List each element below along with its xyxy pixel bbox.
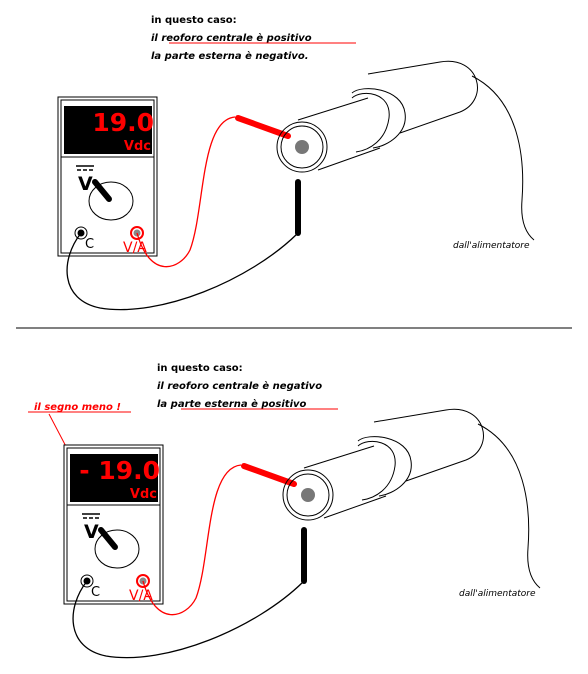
bottom-red-probe — [241, 463, 297, 487]
bottom-common-label: C — [91, 585, 100, 600]
top-knob-label: V — [78, 173, 93, 195]
top-common-label: C — [85, 237, 94, 252]
top-center-pin — [295, 140, 309, 154]
minus-sign-callout: il segno meno ! — [34, 402, 121, 413]
bottom-source-label: dall'alimentatore — [459, 589, 536, 599]
bottom-caption-line2: il reoforo centrale è negativo — [157, 380, 322, 392]
top-display — [64, 106, 152, 154]
bottom-caption-line1: in questo caso: — [157, 363, 243, 374]
bottom-display-value: - 19.0 — [79, 456, 160, 485]
top-va-label: V/A — [123, 240, 147, 256]
bottom-black-lead — [72, 580, 304, 659]
bottom-display — [70, 454, 158, 502]
top-multimeter: 19.0 Vdc V C V/A — [57, 96, 158, 257]
top-display-value: 19.0 — [92, 108, 154, 137]
bottom-red-lead — [142, 464, 242, 616]
top-black-lead — [66, 232, 298, 311]
bottom-barrel-connector — [282, 408, 541, 589]
top-red-probe — [235, 115, 291, 139]
top-knob-pointer — [92, 179, 112, 202]
bottom-va-label: V/A — [129, 588, 153, 604]
bottom-caption-line3: la parte esterna è positivo — [157, 398, 307, 410]
top-caption-line3: la parte esterna è negativo. — [151, 50, 309, 62]
bottom-panel: in questo caso: il reoforo centrale è ne… — [28, 363, 541, 659]
top-panel: in questo caso: il reoforo centrale è po… — [57, 15, 535, 311]
top-barrel-connector — [276, 60, 535, 241]
top-caption-line2: il reoforo centrale è positivo — [151, 32, 312, 44]
bottom-knob-pointer — [98, 527, 118, 550]
top-red-lead — [136, 116, 236, 268]
top-source-label: dall'alimentatore — [453, 241, 530, 251]
bottom-display-unit: Vdc — [130, 487, 157, 502]
bottom-knob-label: V — [84, 521, 99, 543]
top-caption-line1: in questo caso: — [151, 15, 237, 26]
bottom-center-pin — [301, 488, 315, 502]
top-display-unit: Vdc — [124, 139, 151, 154]
bottom-multimeter: - 19.0 Vdc V C V/A — [63, 444, 164, 605]
